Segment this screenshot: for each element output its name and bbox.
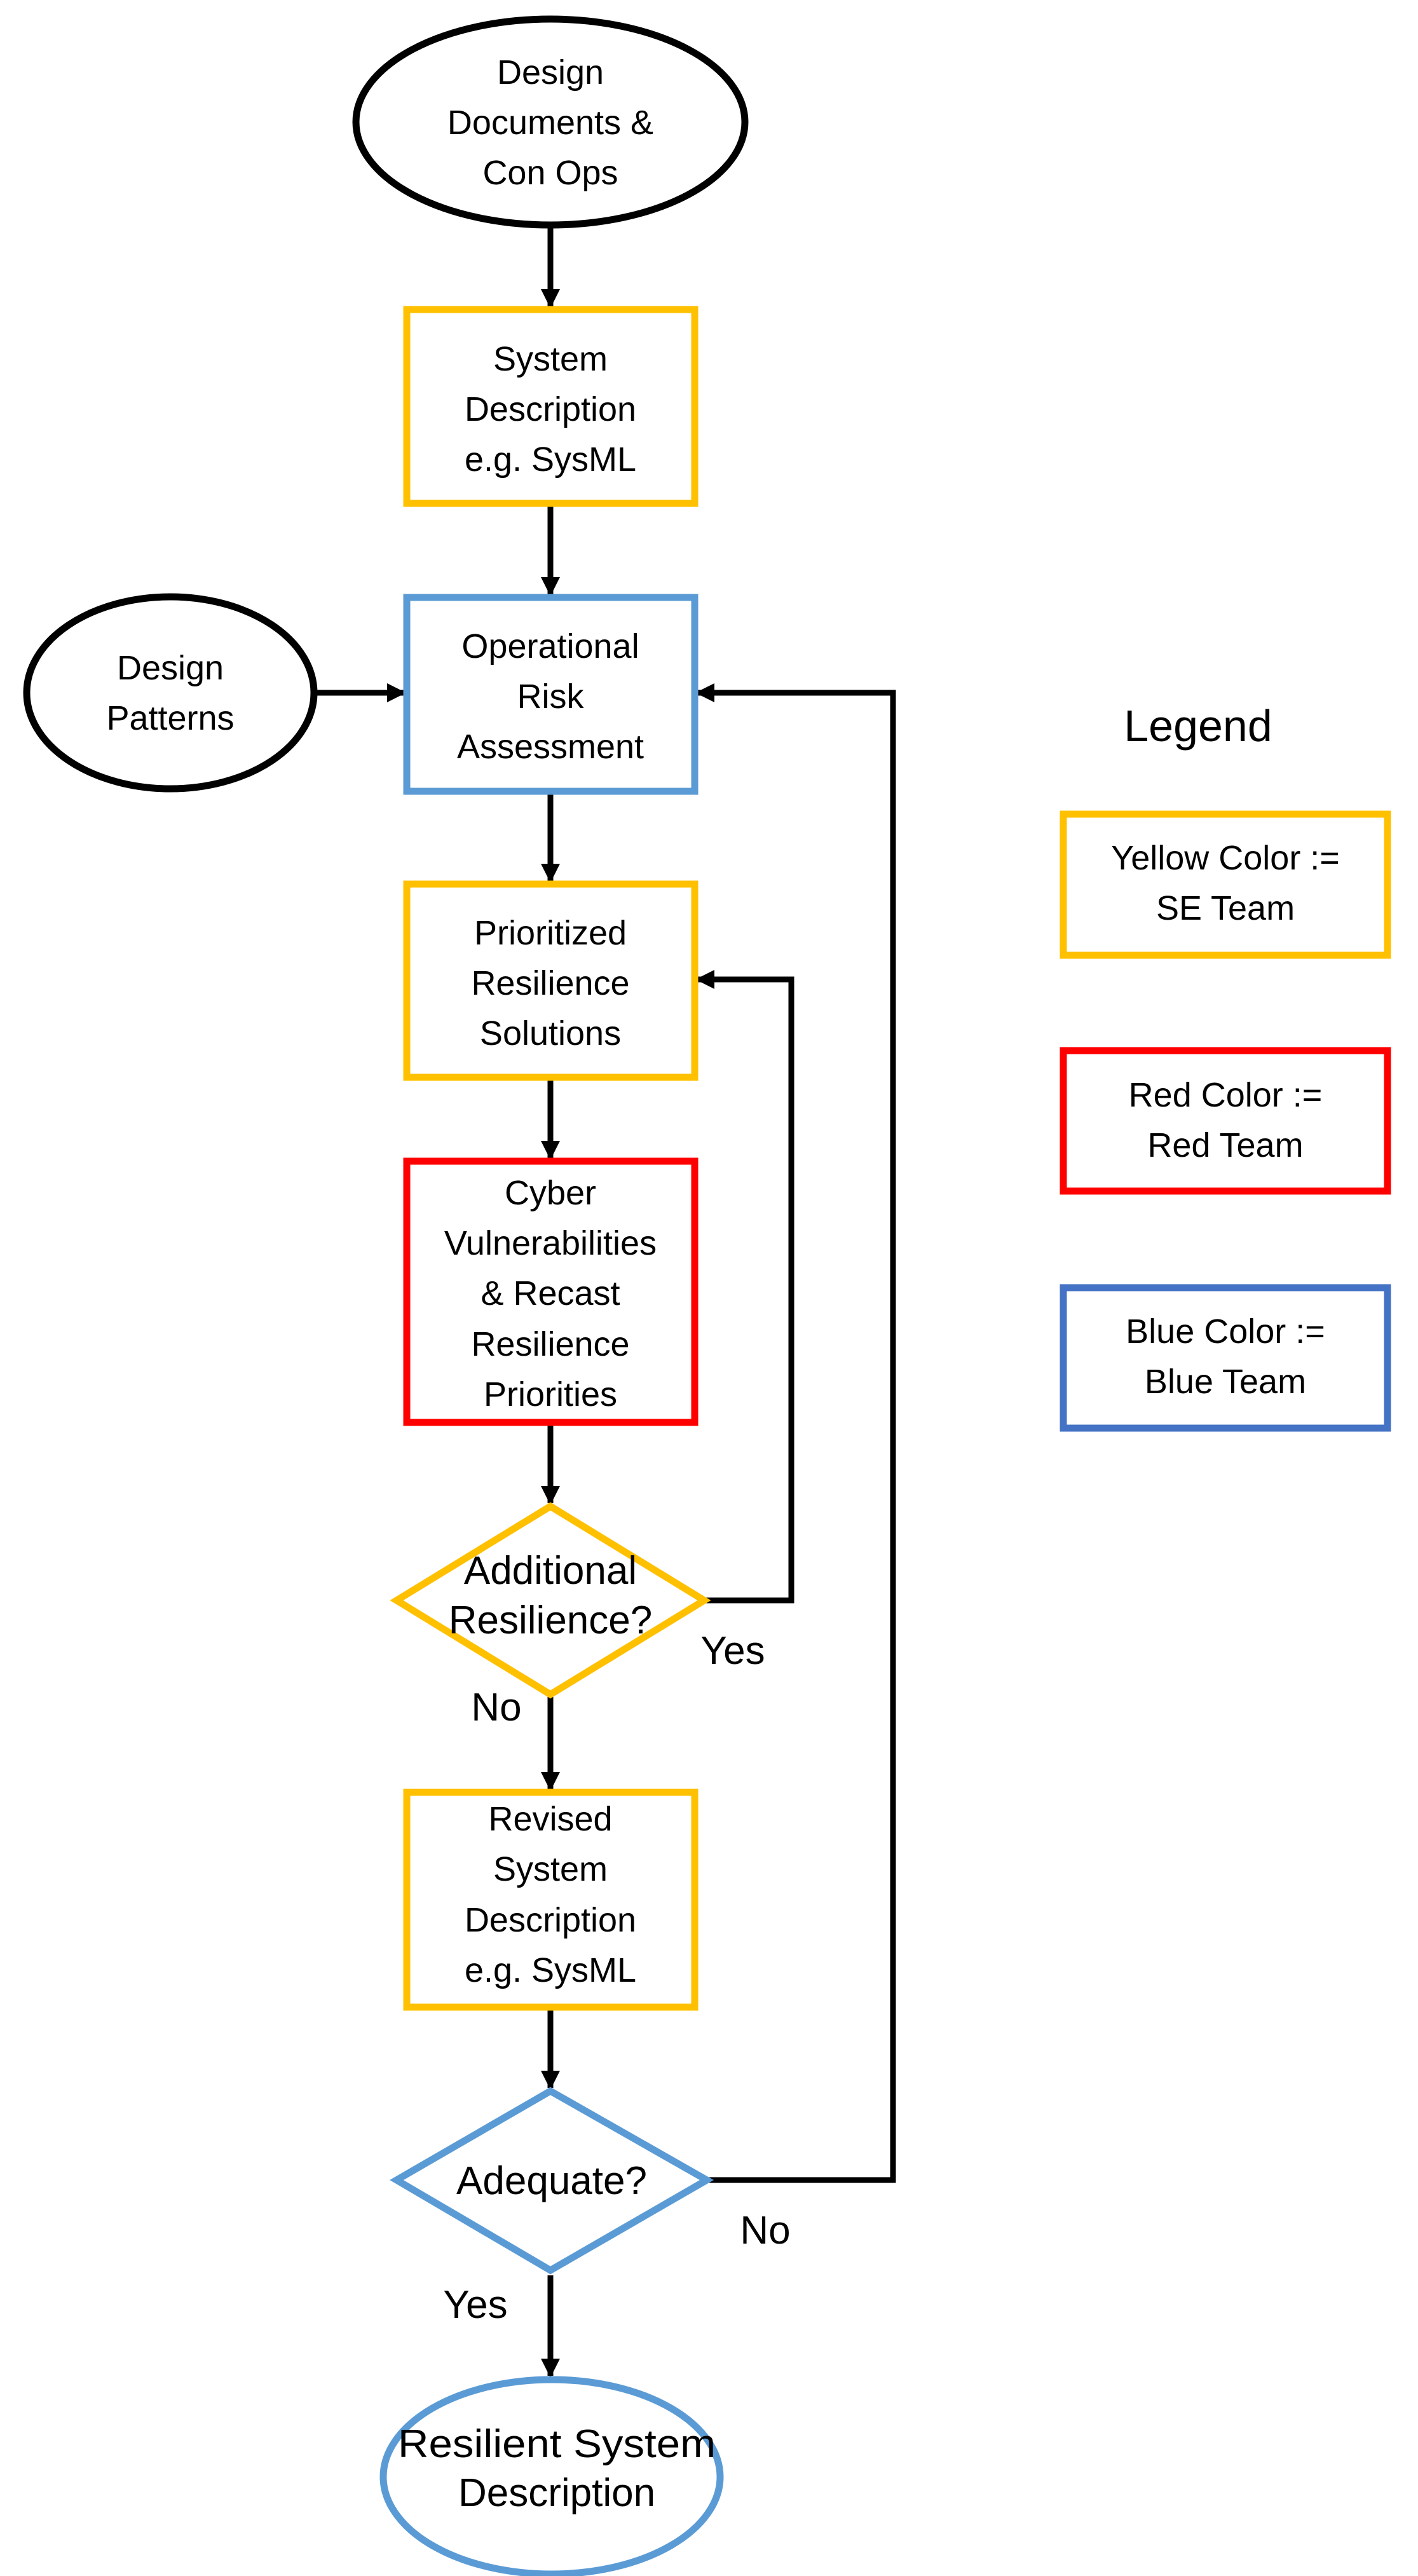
design-patterns-shape xyxy=(23,593,318,793)
additional-yes-label: Yes xyxy=(700,1629,765,1673)
cyber-vulnerabilities-line-1: Cyber xyxy=(505,1174,596,1212)
prioritized-solutions-shape xyxy=(403,880,699,1081)
legend: Legend Yellow Color := SE Team Red Color… xyxy=(1060,701,1391,1432)
additional-no-label: No xyxy=(471,1686,521,1729)
cyber-vulnerabilities-shape xyxy=(403,1157,699,1426)
revised-system-line-4: e.g. SysML xyxy=(465,1951,636,1989)
legend-item-red-box xyxy=(1060,1047,1391,1195)
design-documents-line-2: Documents & xyxy=(447,104,653,142)
edge-adequate-no-loop xyxy=(695,683,896,2183)
adequate-node: Adequate? xyxy=(390,2087,714,2275)
edges xyxy=(312,226,896,2378)
system-description-line-1: System xyxy=(493,340,608,378)
cyber-vulnerabilities-line-4: Resilience xyxy=(471,1325,629,1363)
resilient-system-line-2: Description xyxy=(458,2471,655,2515)
design-documents-line-1: Design xyxy=(497,53,604,92)
edge-additional-yes-loop xyxy=(695,970,794,1604)
cyber-vulnerabilities-line-2: Vulnerabilities xyxy=(444,1224,657,1262)
adequate-yes-label: Yes xyxy=(443,2283,507,2327)
legend-item-blue-line-2: Blue Team xyxy=(1145,1363,1306,1401)
revised-system-line-1: Revised xyxy=(488,1800,612,1838)
cyber-vulnerabilities-line-3: & Recast xyxy=(481,1274,620,1312)
additional-resilience-line-2: Resilience? xyxy=(449,1598,653,1642)
system-description-shape xyxy=(403,306,699,507)
adequate-shape xyxy=(390,2087,714,2275)
prioritized-solutions-line-2: Resilience xyxy=(471,964,629,1002)
design-patterns-node: Design Patterns xyxy=(23,593,318,793)
adequate-line-1: Adequate? xyxy=(456,2159,647,2203)
cyber-vulnerabilities-node: Cyber Vulnerabilities & Recast Resilienc… xyxy=(403,1157,699,1426)
revised-system-line-2: System xyxy=(493,1850,608,1888)
operational-risk-node: Operational Risk Assessment xyxy=(403,594,699,795)
system-description-node: System Description e.g. SysML xyxy=(403,306,699,507)
operational-risk-line-2: Risk xyxy=(517,678,585,716)
additional-resilience-line-1: Additional xyxy=(464,1549,637,1593)
design-patterns-line-1: Design xyxy=(117,649,224,687)
cyber-vulnerabilities-line-5: Priorities xyxy=(484,1375,617,1414)
legend-item-yellow-line-1: Yellow Color := xyxy=(1111,839,1340,877)
design-documents-node: Design Documents & Con Ops xyxy=(352,15,749,229)
legend-title: Legend xyxy=(1124,701,1272,751)
legend-item-yellow-box xyxy=(1060,810,1391,959)
system-description-line-2: Description xyxy=(465,390,636,428)
prioritized-solutions-node: Prioritized Resilience Solutions xyxy=(403,880,699,1081)
prioritized-solutions-line-1: Prioritized xyxy=(474,914,627,952)
additional-resilience-node: Additional Resilience? xyxy=(390,1502,711,1699)
legend-item-yellow-line-2: SE Team xyxy=(1156,889,1295,927)
adequate-no-label: No xyxy=(740,2209,790,2252)
legend-item-red-line-1: Red Color := xyxy=(1129,1076,1323,1114)
operational-risk-shape xyxy=(403,594,699,795)
revised-system-node: Revised System Description e.g. SysML xyxy=(403,1789,699,2011)
operational-risk-line-1: Operational xyxy=(461,627,639,665)
design-documents-line-3: Con Ops xyxy=(482,154,618,192)
resilient-system-shape xyxy=(379,2376,724,2576)
revised-system-line-3: Description xyxy=(465,1901,636,1939)
resilient-system-node: Resilient System Description xyxy=(379,2376,724,2576)
additional-resilience-shape xyxy=(390,1502,711,1699)
design-patterns-line-2: Patterns xyxy=(106,699,234,737)
system-description-line-3: e.g. SysML xyxy=(465,440,636,479)
prioritized-solutions-line-3: Solutions xyxy=(480,1014,621,1053)
legend-item-red-line-2: Red Team xyxy=(1147,1126,1303,1164)
operational-risk-line-3: Assessment xyxy=(457,728,644,766)
resilient-system-line-1: Resilient System xyxy=(398,2422,716,2466)
legend-item-blue-box xyxy=(1060,1284,1391,1432)
revised-system-shape xyxy=(403,1789,699,2011)
legend-item-blue-line-1: Blue Color := xyxy=(1126,1312,1325,1351)
design-documents-shape xyxy=(352,15,749,229)
